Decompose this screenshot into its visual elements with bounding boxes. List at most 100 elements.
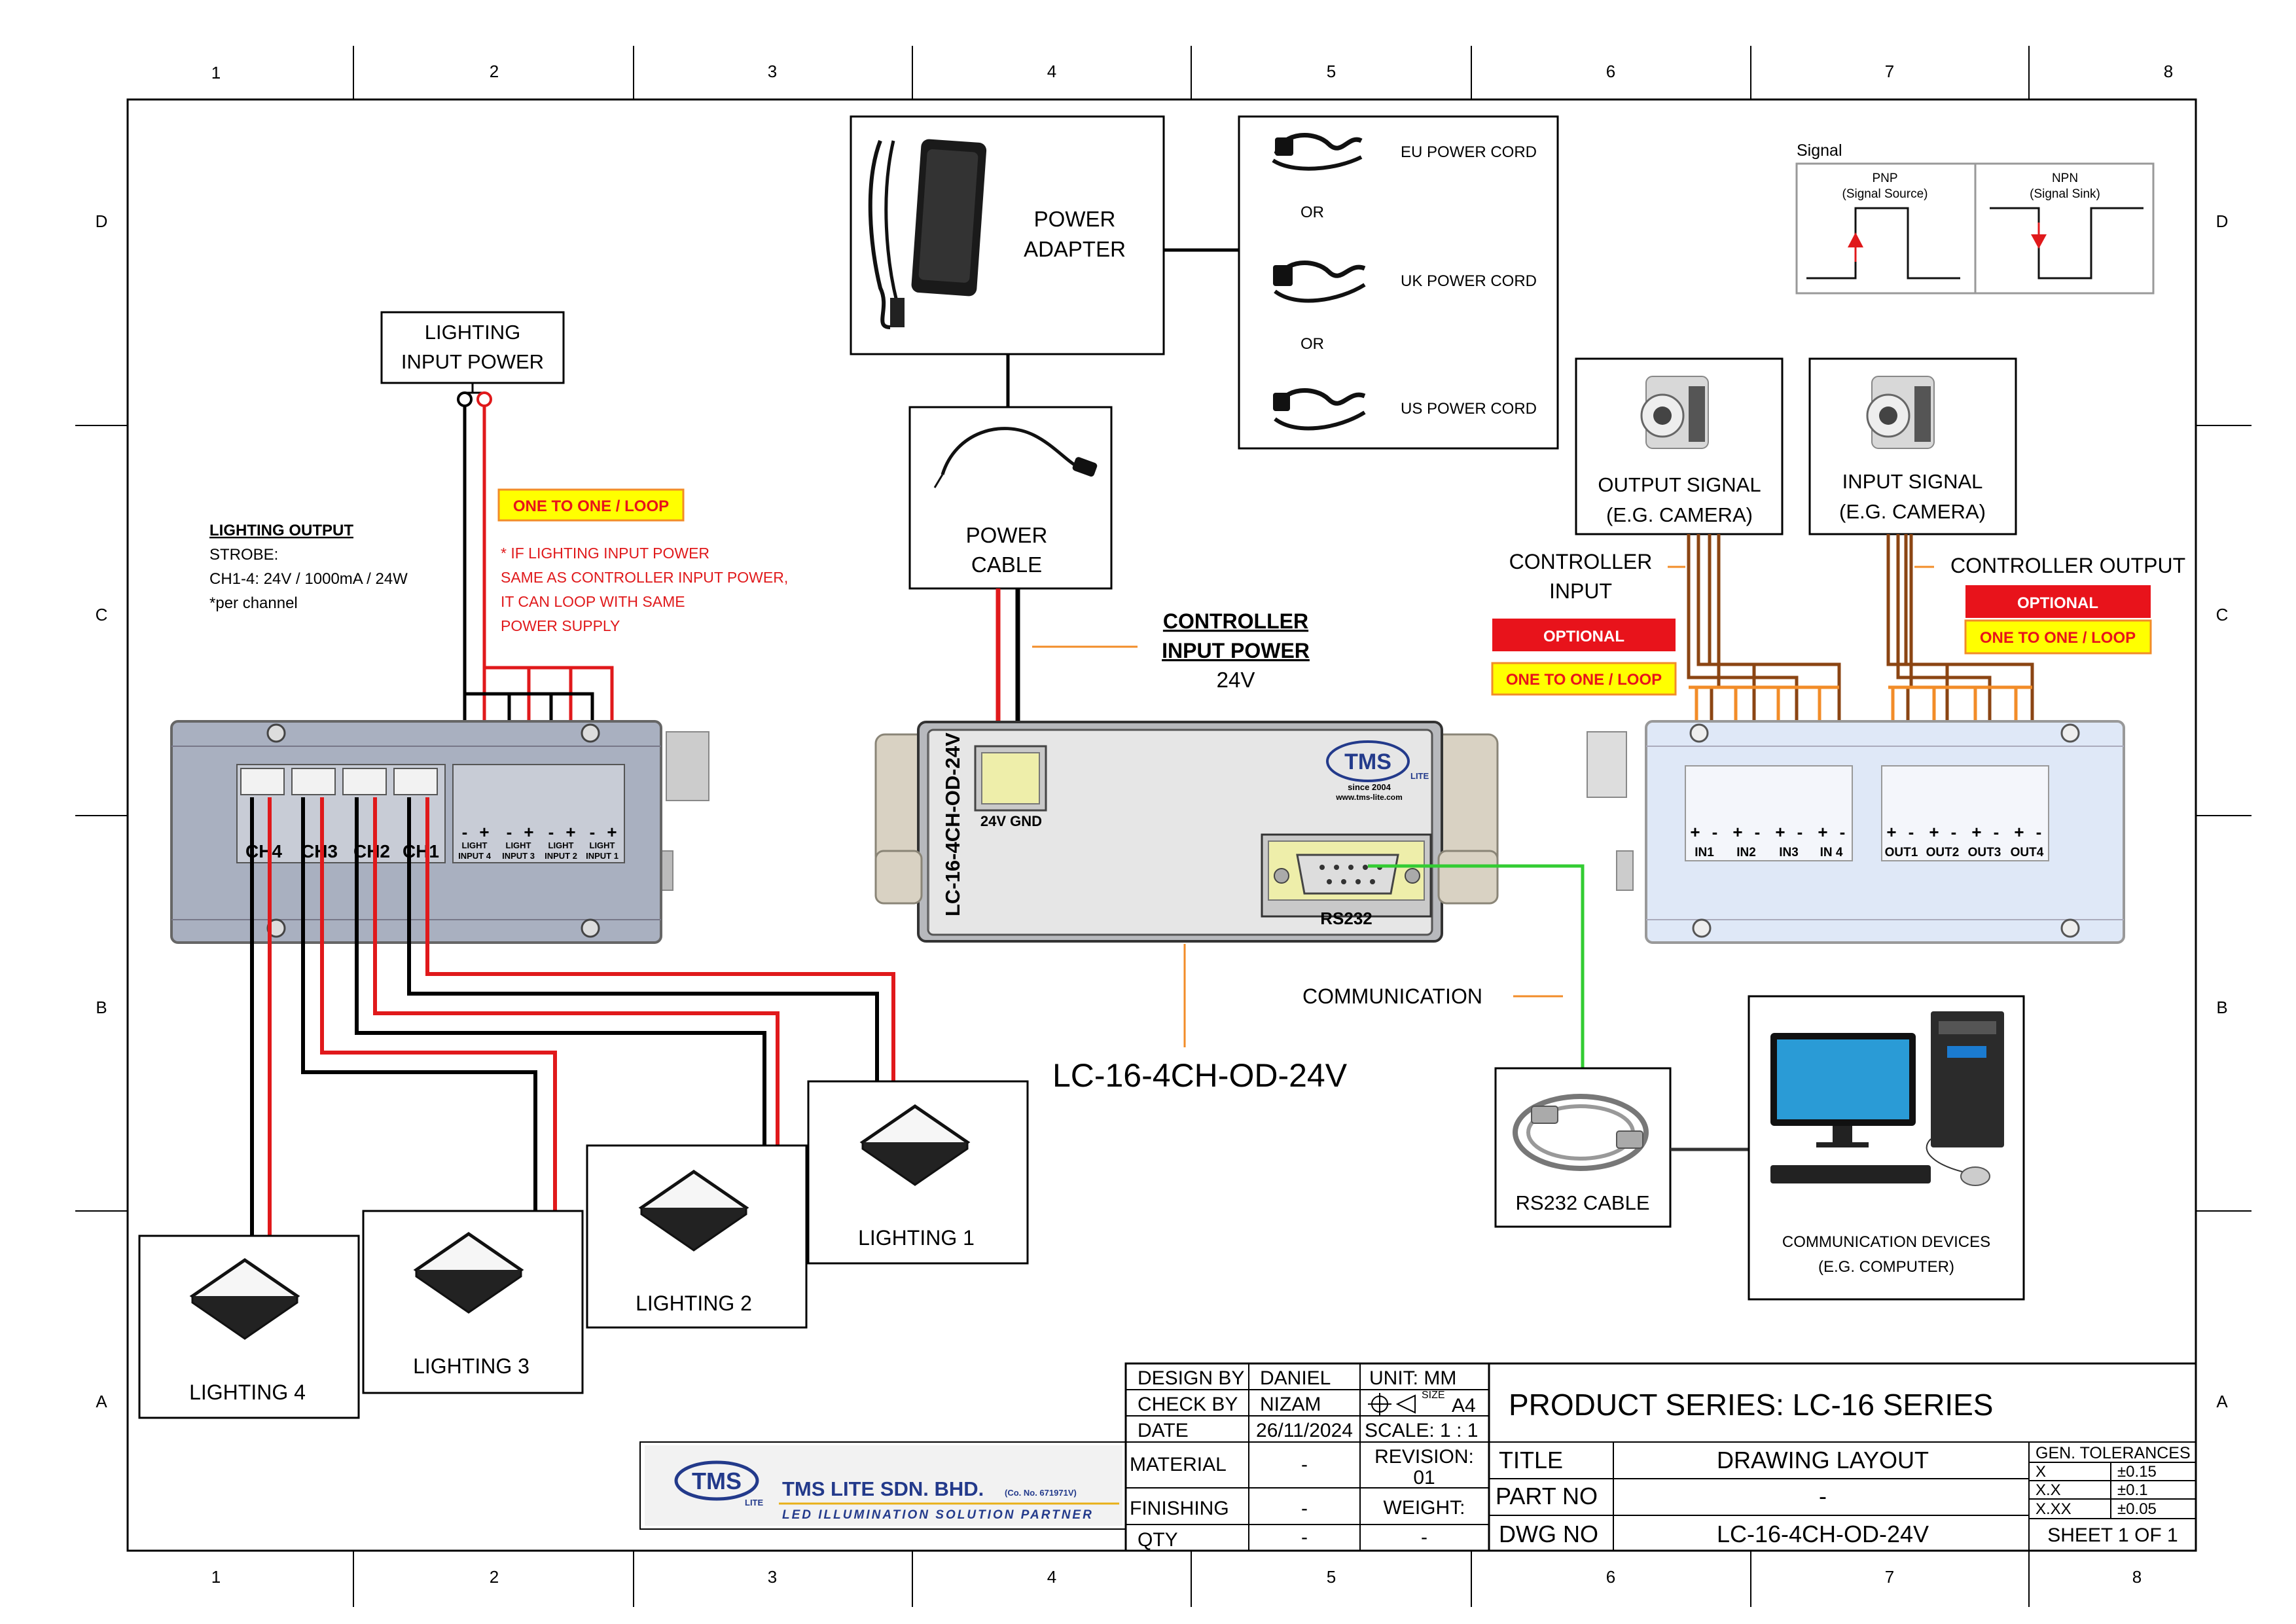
light-input-label: INPUT 3 [502,851,535,861]
pol: - [548,822,554,842]
col-label: 7 [1885,62,1894,81]
or-label: OR [1300,204,1324,221]
qty-value: - [1301,1526,1308,1548]
right-polarity: + - + - + - + - + - + - + - + - [1690,822,2041,842]
computer-icon [1770,1011,2004,1186]
optional-badge-output: OPTIONAL [2017,594,2098,612]
channel-label: CH3 [301,841,338,861]
tol-key: X.XX [2036,1500,2072,1518]
row-labels: D C B A D C B A [96,211,2229,1411]
output-signal-camera: OUTPUT SIGNAL (E.G. CAMERA) [1575,357,1784,535]
controller-input-label-2: INPUT [1549,579,1612,603]
company-logo-text: TMS [692,1468,742,1494]
uk-cord-label: UK POWER CORD [1401,272,1537,290]
terminal-label: OUT4 [2011,846,2044,859]
pol: + [2014,822,2024,842]
cable-label-1: POWER [966,523,1048,547]
left-polarity: - + - + - + - + [462,822,617,842]
light-input-label: INPUT 4 [458,851,492,861]
col-label: 7 [1885,1567,1894,1587]
loop-note-line: * IF LIGHTING INPUT POWER [501,545,709,562]
tms-logo-text: TMS [1344,749,1391,774]
pol: + [565,822,575,842]
terminal-label: IN3 [1779,846,1799,859]
loop-badge-output: ONE TO ONE / LOOP [1980,629,2136,647]
lighting-3: LIGHTING 3 [362,1210,584,1394]
check-by-value: NIZAM [1260,1394,1321,1415]
light-input-label: LIGHT [506,840,531,850]
pnp-label: PNP [1872,171,1897,185]
dwg-no-value: LC-16-4CH-OD-24V [1717,1521,1929,1547]
col-label: 8 [2164,62,2173,81]
rs232-port-label: RS232 [1320,909,1372,928]
lighting-output-spec: LIGHTING OUTPUT STROBE: CH1-4: 24V / 100… [209,522,408,612]
adapter-label-2: ADAPTER [1024,237,1126,261]
row-label: D [96,211,108,231]
lighting-output-line: *per channel [209,594,298,612]
right-module: + - + - + - + - + - + - + - + - IN1 IN2 … [1587,720,2125,944]
controller-unit: LC-16-4CH-OD-24V 24V GND TMS LITE since … [874,721,1499,943]
tol-value: ±0.15 [2117,1463,2157,1481]
company-logo-panel: TMS LITE TMS LITE SDN. BHD. (Co. No. 671… [645,1445,1122,1526]
rs232-port: RS232 [1261,833,1432,928]
title-block [639,1362,2197,1552]
controller-input-label-1: CONTROLLER [1509,550,1653,573]
col-label: 2 [490,62,499,81]
check-by-label: CHECK BY [1138,1394,1238,1415]
light-input-label: INPUT 2 [545,851,577,861]
scale-value: SCALE: 1 : 1 [1365,1420,1478,1441]
pol: + [1886,822,1896,842]
tms-logo-sub: LITE [1410,771,1429,781]
communication-devices: COMMUNICATION DEVICES (E.G. COMPUTER) [1748,995,2025,1301]
lighting-wires [250,797,895,1236]
row-label: B [2216,998,2227,1017]
cip-title-1: CONTROLLER [1163,609,1308,633]
col-label: 4 [1047,62,1056,81]
row-label: C [96,605,108,624]
pol: - [1797,822,1803,842]
row-label: A [96,1392,107,1411]
loop-note-line: SAME AS CONTROLLER INPUT POWER, [501,569,788,586]
controller-side-label: LC-16-4CH-OD-24V [941,732,964,916]
pol: + [1690,822,1700,842]
pol: + [479,822,489,842]
lighting-input-power: LIGHTING INPUT POWER [380,311,565,407]
terminal-label: OUT2 [1926,846,1960,859]
us-cord-image [1273,388,1366,431]
row-label: B [96,998,107,1017]
rs232-cable-label: RS232 CABLE [1515,1191,1649,1214]
dwg-no-label: DWG NO [1499,1521,1598,1547]
input-signal-label-2: (E.G. CAMERA) [1839,500,1986,523]
col-label: 8 [2132,1567,2142,1587]
lighting-2: LIGHTING 2 [586,1144,808,1329]
cable-label-2: CABLE [971,552,1042,577]
revision-value: 01 [1413,1467,1435,1489]
controller-output-label: CONTROLLER OUTPUT [1950,554,2185,577]
light-input-label: LIGHT [548,840,574,850]
revision-label: REVISION: [1374,1446,1474,1468]
npn-label: NPN [2052,171,2078,185]
finishing-value: - [1301,1498,1308,1519]
pol: - [1951,822,1957,842]
eu-cord-label: EU POWER CORD [1401,143,1537,161]
tol-key: X.X [2036,1481,2061,1499]
row-label: D [2216,211,2229,231]
website-label: www.tms-lite.com [1335,793,1403,802]
lighting-label: LIGHTING 2 [636,1291,752,1315]
input-signal-camera: INPUT SIGNAL (E.G. CAMERA) [1808,357,2017,535]
col-label: 5 [1327,62,1336,81]
terminal-label: IN 4 [1820,846,1843,859]
qty-label: QTY [1138,1529,1178,1551]
col-label: 5 [1327,1567,1336,1587]
channel-label: CH2 [353,841,390,861]
devices-label-2: (E.G. COMPUTER) [1818,1258,1954,1276]
loop-badge-left: ONE TO ONE / LOOP [513,497,669,515]
light-input-label: LIGHT [590,840,615,850]
pol: - [1840,822,1846,842]
weight-value: - [1421,1526,1427,1548]
col-label: 1 [211,1567,221,1587]
pol: + [1818,822,1827,842]
pol: + [1775,822,1785,842]
sheet-value: SHEET 1 OF 1 [2047,1525,2178,1546]
